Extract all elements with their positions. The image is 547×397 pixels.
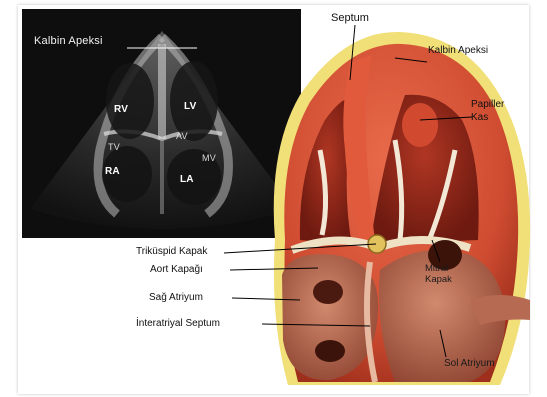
mitral-label-line1: Mitral <box>425 263 452 274</box>
papillary-label: Papiller Kas <box>471 98 504 124</box>
papillary-label-line1: Papiller <box>471 98 504 111</box>
tricuspid-label: Triküspid Kapak <box>136 246 207 257</box>
pulmonary-vein <box>470 295 530 325</box>
left-atrium-label: Sol Atriyum <box>444 358 495 369</box>
mitral-valve-label: Mitral Kapak <box>425 263 452 285</box>
mitral-label-line2: Kapak <box>425 274 452 285</box>
right-atrium-opening-lower <box>315 340 345 362</box>
aortic-valve-label: Aort Kapağı <box>150 264 203 275</box>
septum-label: Septum <box>331 12 369 24</box>
apex-label: Kalbin Apeksi <box>428 45 488 56</box>
papillary-label-line2: Kas <box>471 111 504 124</box>
right-atrium-label: Sağ Atriyum <box>149 292 203 303</box>
right-atrium-opening-upper <box>313 280 343 304</box>
papillary-muscle <box>402 103 438 147</box>
interatrial-septum-label: İnteratriyal Septum <box>136 318 220 329</box>
